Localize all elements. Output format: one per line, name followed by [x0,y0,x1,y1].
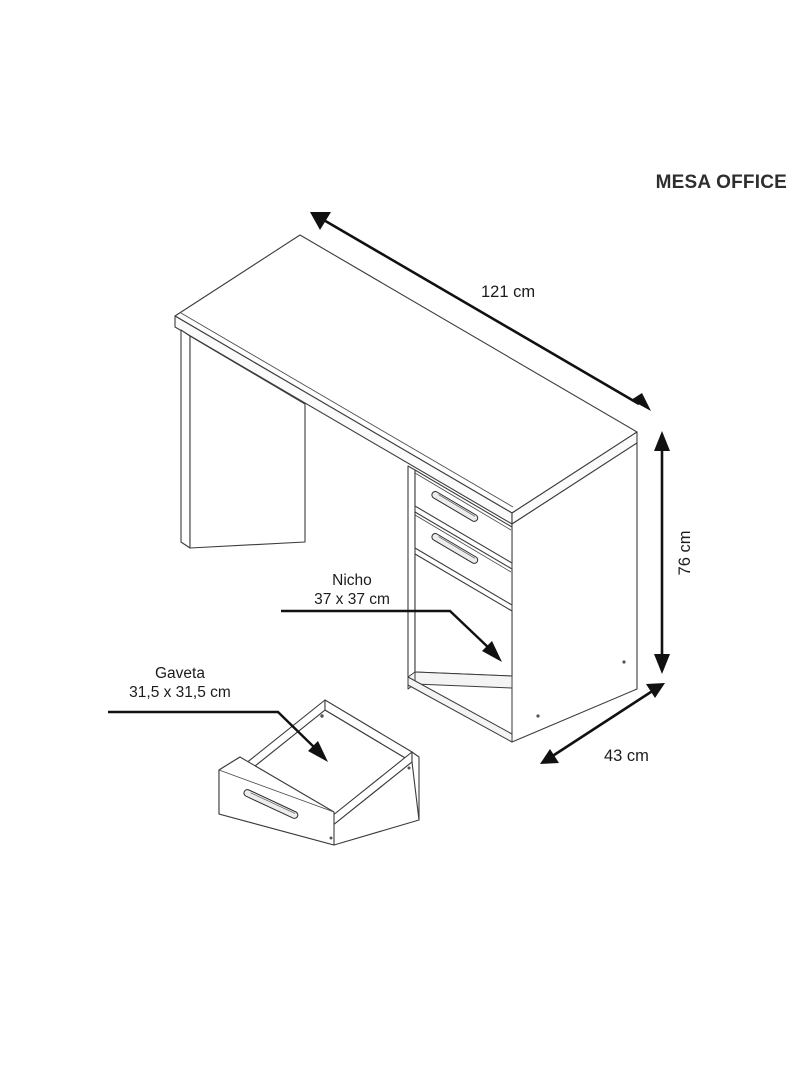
height-arrow-bottom [654,654,670,674]
height-arrow-top [654,431,670,451]
handle-upper-drawer[interactable] [431,491,479,522]
desk-assembly [174,234,638,743]
handle-highlight-upper [438,494,476,517]
height-dimension: 76 cm [654,431,694,674]
page-title: MESA OFFICE [656,172,787,193]
drawer-front-face [218,756,335,846]
handle-highlight-detached [250,792,296,814]
dowel-dot-lower [536,714,540,718]
left-leg-panel [189,335,306,549]
drawer-callout: Gaveta 31,5 x 31,5 cm [108,665,328,762]
width-arrow-start [310,212,331,230]
handle-bar-detached [243,789,299,819]
left-leg-edge [180,329,191,549]
drawer-leader-line [108,710,318,751]
drawer-callout-size: 31,5 x 31,5 cm [129,684,231,701]
drawer-front-top-edge [218,769,335,813]
width-dimension: 121 cm [310,212,651,411]
desktop-top-groove [180,312,514,508]
drawer-dowel-dot-c [329,836,333,840]
drawer-leader-arrow [308,741,328,762]
niche-callout-size: 37 x 37 cm [314,591,390,608]
drawer-dowel-dot-a [320,714,324,718]
handle-highlight-lower [438,536,476,559]
handle-lower-drawer[interactable] [431,533,479,564]
drawer-upper-bevel [414,472,512,531]
width-dimension-line [321,217,640,406]
depth-arrow-start [540,749,559,764]
niche-callout-label: Nicho [332,572,372,589]
handle-bar-lower [431,533,479,564]
width-arrow-end [631,393,651,411]
dowel-dot-upper [622,660,626,664]
drawer-lower-bevel [414,514,512,573]
drawer-callout-label: Gaveta [155,665,205,682]
width-dimension-label: 121 cm [481,283,535,301]
height-dimension-label: 76 cm [676,531,694,576]
depth-dimension-label: 43 cm [604,747,649,765]
detached-drawer-box [218,699,420,846]
drawer-dowel-dot-b [407,766,411,770]
niche-leader-arrow [482,641,502,662]
pedestal-divider-edge [407,465,416,682]
depth-arrow-end [646,683,665,698]
handle-detached-drawer[interactable] [243,789,299,819]
niche-leader-line [281,609,492,651]
depth-dimension: 43 cm [540,683,665,765]
depth-dimension-line [550,688,655,759]
handle-bar-upper [431,491,479,522]
niche-callout: Nicho 37 x 37 cm [281,572,502,662]
